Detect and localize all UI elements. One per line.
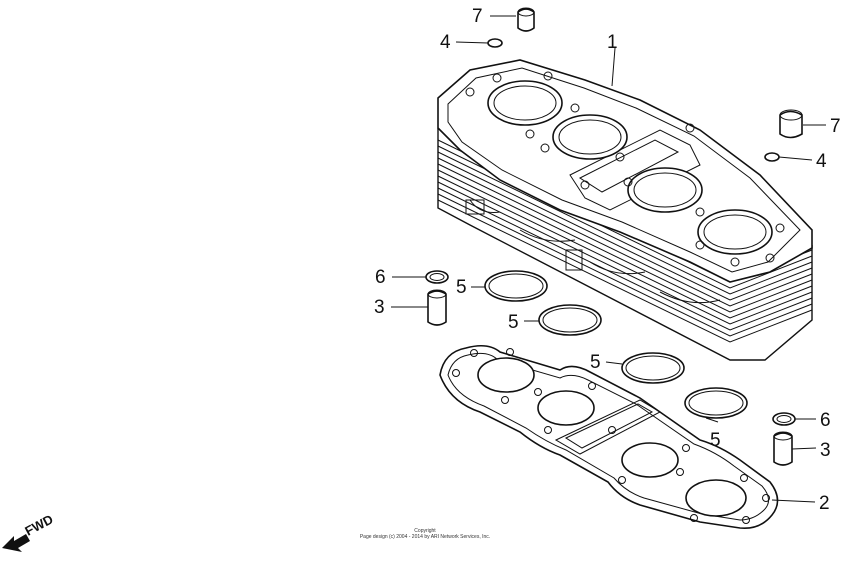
dowel-pin-top — [517, 7, 535, 32]
callout-3-right: 3 — [820, 440, 831, 461]
o-ring-1 — [484, 270, 548, 302]
callout-6-right: 6 — [820, 410, 831, 431]
callout-4-right: 4 — [816, 151, 827, 172]
gasket-bore-3 — [621, 442, 679, 478]
cylinder-stud-holes — [465, 71, 785, 267]
copyright-notice: Copyright Page design (c) 2004 - 2014 by… — [300, 528, 550, 540]
copyright-line: Page design (c) 2004 - 2014 by ARI Netwo… — [359, 534, 491, 540]
cylinder-bore-1 — [487, 80, 563, 126]
callout-1: 1 — [607, 32, 618, 53]
seal-ring-right — [772, 412, 796, 426]
dowel-pin-lower-right — [773, 431, 793, 466]
fwd-indicator: FWD — [2, 512, 56, 552]
callout-5-d: 5 — [710, 430, 721, 451]
callout-3-left: 3 — [374, 297, 385, 318]
callout-6-left: 6 — [375, 267, 386, 288]
gasket-bore-1 — [477, 357, 535, 393]
callout-2: 2 — [819, 493, 830, 514]
callout-7-right: 7 — [830, 116, 841, 137]
leader-lines — [391, 15, 826, 503]
o-ring-2 — [538, 304, 602, 336]
cylinder-block — [437, 59, 813, 361]
seal-ring-left — [425, 270, 449, 284]
callout-4-top: 4 — [440, 32, 451, 53]
fwd-arrow-icon — [2, 534, 30, 552]
gasket-bore-2 — [537, 390, 595, 426]
fwd-label: FWD — [22, 512, 55, 539]
copyright-title: Copyright — [414, 528, 436, 534]
cylinder-fins — [437, 128, 813, 361]
callouts: 7 4 1 7 4 6 3 5 5 5 5 6 3 2 — [374, 6, 841, 514]
o-ring-4 — [684, 387, 748, 419]
dowel-pin-right — [779, 109, 803, 139]
dowel-pin-left — [427, 289, 447, 326]
cylinder-base-gasket — [439, 344, 779, 530]
o-ring-3 — [621, 352, 685, 384]
callout-5-c: 5 — [590, 352, 601, 373]
cylinder-bore-3 — [627, 167, 703, 213]
small-o-ring-right — [764, 152, 780, 162]
o-rings — [484, 270, 748, 419]
gasket-bore-4 — [685, 479, 747, 517]
cylinder-bore-4 — [697, 209, 773, 255]
cylinder-bore-2 — [552, 114, 628, 160]
callout-7-top: 7 — [472, 6, 483, 27]
callout-5-a: 5 — [456, 277, 467, 298]
callout-5-b: 5 — [508, 312, 519, 333]
gasket-stud-holes — [452, 348, 770, 524]
small-o-ring-top — [487, 38, 503, 48]
